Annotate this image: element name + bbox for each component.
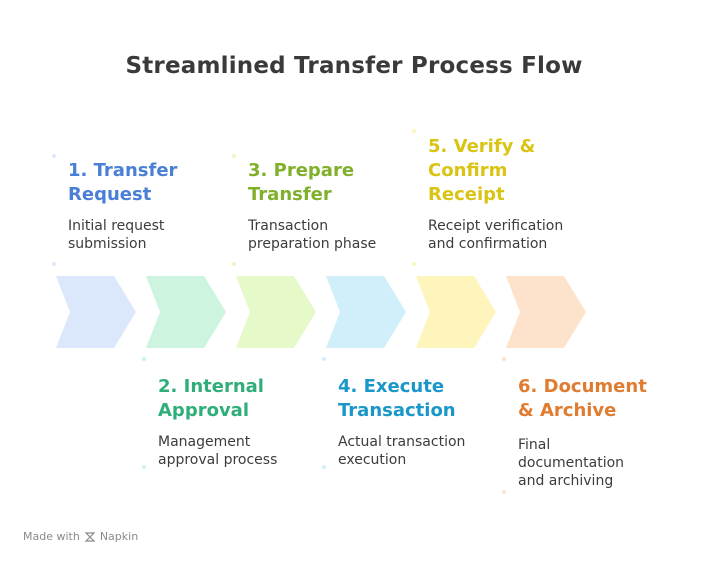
step-3-dot-top (232, 154, 236, 158)
step-4-chevron-shape (326, 276, 406, 348)
step-6-chevron (506, 276, 586, 348)
step-5-title: 5. Verify & Confirm Receipt (428, 136, 536, 205)
step-4-chevron (326, 276, 406, 348)
step-1-description: Initial request submission (68, 218, 165, 252)
napkin-logo-icon (84, 531, 96, 542)
step-3-chevron (236, 276, 316, 348)
step-5-description: Receipt verification and confirmation (428, 218, 564, 252)
footer-brand: Napkin (99, 530, 139, 543)
step-5-dot-top (412, 129, 416, 133)
step-3-title: 3. Prepare Transfer (248, 160, 355, 205)
step-6-title: 6. Document & Archive (518, 376, 647, 421)
step-2-title: 2. Internal Approval (158, 376, 264, 421)
step-4-title: 4. Execute Transaction (338, 376, 456, 421)
step-1-dot-top (52, 154, 56, 158)
step-1-title: 1. Transfer Request (68, 160, 178, 205)
step-2-chevron (146, 276, 226, 348)
step-1-chevron-shape (56, 276, 136, 348)
made-with-napkin-footer: Made with Napkin (23, 530, 138, 543)
step-4-description: Actual transaction execution (338, 434, 466, 468)
step-1-dot-bottom (52, 262, 56, 266)
step-5-chevron-shape (416, 276, 496, 348)
step-6-dot-bottom (502, 490, 506, 494)
step-2-dot-top (142, 357, 146, 361)
step-3-description: Transaction preparation phase (248, 218, 377, 252)
step-6-chevron-shape (506, 276, 586, 348)
step-4-dot-bottom (322, 465, 326, 469)
step-5-chevron (416, 276, 496, 348)
step-6-dot-top (502, 357, 506, 361)
step-3-chevron-shape (236, 276, 316, 348)
step-5-dot-bottom (412, 262, 416, 266)
step-2-chevron-shape (146, 276, 226, 348)
step-1-chevron (56, 276, 136, 348)
footer-prefix: Made with (23, 530, 80, 543)
diagram-title: Streamlined Transfer Process Flow (125, 53, 583, 79)
step-2-dot-bottom (142, 465, 146, 469)
step-3-dot-bottom (232, 262, 236, 266)
step-4-dot-top (322, 357, 326, 361)
step-2-description: Management approval process (158, 434, 278, 468)
step-6-description: Final documentation and archiving (518, 437, 625, 489)
